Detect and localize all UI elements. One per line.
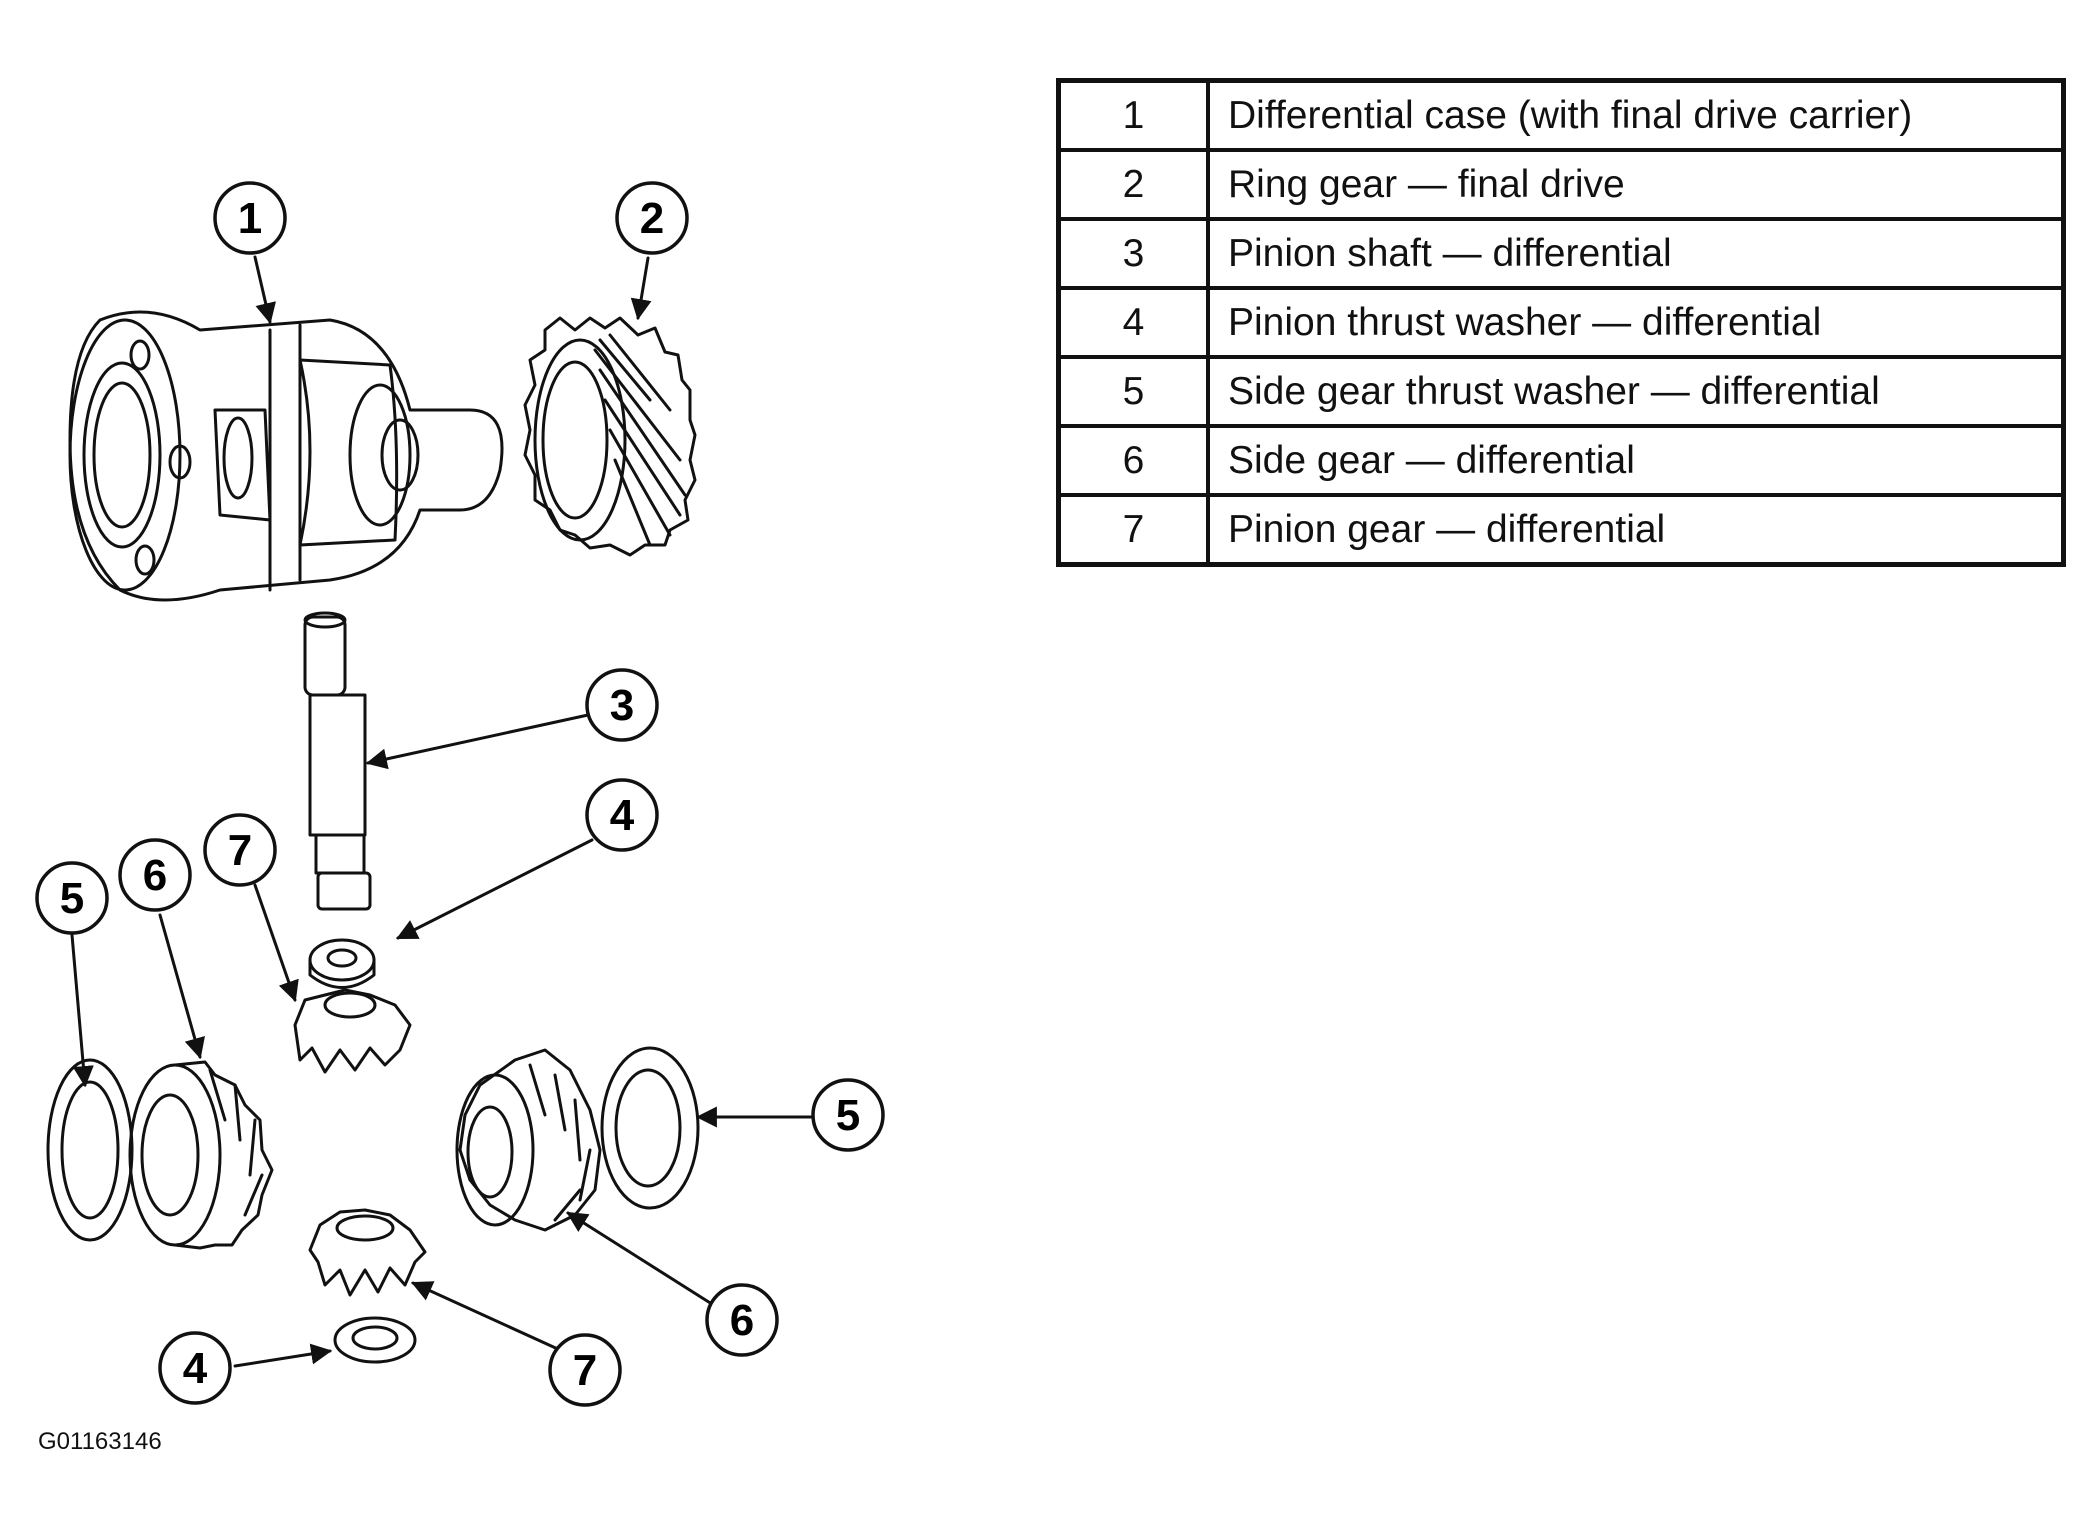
table-row: 1 Differential case (with final drive ca… xyxy=(1056,78,2066,152)
callout-2: 2 xyxy=(615,181,689,255)
table-row: 4 Pinion thrust washer — differential xyxy=(1056,286,2066,359)
side-gear-thrust-washer-left-drawing xyxy=(46,1058,134,1242)
callout-1: 1 xyxy=(213,181,287,255)
side-gear-right-drawing xyxy=(455,1048,602,1232)
callout-7-upper: 7 xyxy=(203,813,277,887)
callout-5-left: 5 xyxy=(35,861,109,935)
pinion-shaft-drawing xyxy=(303,611,372,911)
pinion-thrust-washer-upper-drawing xyxy=(308,938,376,989)
callout-3: 3 xyxy=(585,668,659,742)
figure-id: G01163146 xyxy=(38,1428,162,1455)
part-description: Ring gear — final drive xyxy=(1206,148,2066,221)
part-number: 1 xyxy=(1056,78,1210,152)
parts-legend-table: 1 Differential case (with final drive ca… xyxy=(1056,78,2066,567)
part-description: Pinion shaft — differential xyxy=(1206,217,2066,290)
callout-1-label: 1 xyxy=(238,194,262,243)
part-description: Differential case (with final drive carr… xyxy=(1206,78,2066,152)
pinion-gear-upper-drawing xyxy=(293,988,412,1074)
side-gear-left-drawing xyxy=(128,1060,274,1250)
callout-3-label: 3 xyxy=(610,681,634,730)
table-row: 5 Side gear thrust washer — differential xyxy=(1056,355,2066,428)
part-number: 3 xyxy=(1056,217,1210,290)
ring-gear-drawing xyxy=(523,316,697,557)
table-row: 7 Pinion gear — differential xyxy=(1056,493,2066,567)
callout-7-lower-label: 7 xyxy=(573,1346,597,1395)
part-number: 5 xyxy=(1056,355,1210,428)
callout-7-lower: 7 xyxy=(548,1333,622,1407)
part-number: 4 xyxy=(1056,286,1210,359)
callout-5-right-label: 5 xyxy=(836,1091,860,1140)
table-row: 2 Ring gear — final drive xyxy=(1056,148,2066,221)
part-description: Pinion gear — differential xyxy=(1206,493,2066,567)
callout-4-upper: 4 xyxy=(585,778,659,852)
callout-2-label: 2 xyxy=(640,194,664,243)
callout-6-left: 6 xyxy=(118,838,192,912)
callout-6-right-label: 6 xyxy=(730,1296,754,1345)
leader-arrows xyxy=(70,255,817,1368)
side-gear-thrust-washer-right-drawing xyxy=(600,1046,700,1210)
table-row: 6 Side gear — differential xyxy=(1056,424,2066,497)
callout-4-lower-label: 4 xyxy=(183,1344,208,1393)
pinion-thrust-washer-lower-drawing xyxy=(333,1316,417,1364)
callout-5-left-label: 5 xyxy=(60,874,84,923)
callout-4-upper-label: 4 xyxy=(610,791,635,840)
differential-case-drawing xyxy=(68,310,504,602)
table-row: 3 Pinion shaft — differential xyxy=(1056,217,2066,290)
callout-5-right: 5 xyxy=(811,1078,885,1152)
part-description: Side gear — differential xyxy=(1206,424,2066,497)
part-number: 7 xyxy=(1056,493,1210,567)
part-description: Pinion thrust washer — differential xyxy=(1206,286,2066,359)
callout-6-left-label: 6 xyxy=(143,851,167,900)
part-description: Side gear thrust washer — differential xyxy=(1206,355,2066,428)
pinion-gear-lower-drawing xyxy=(308,1208,427,1297)
callout-4-lower: 4 xyxy=(158,1331,232,1405)
part-number: 2 xyxy=(1056,148,1210,221)
callout-6-right: 6 xyxy=(705,1283,779,1357)
callout-7-upper-label: 7 xyxy=(228,826,252,875)
part-number: 6 xyxy=(1056,424,1210,497)
